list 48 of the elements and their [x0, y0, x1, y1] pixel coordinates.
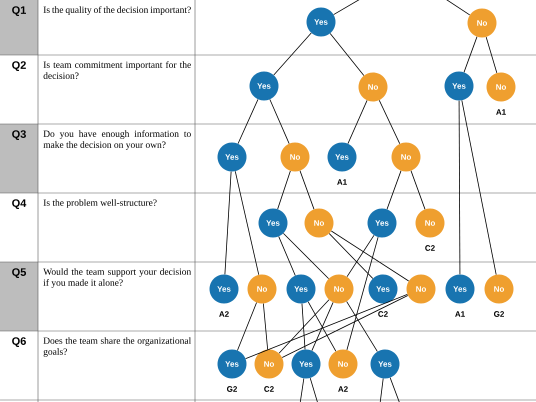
connector-line	[278, 299, 330, 354]
connector-line	[444, 0, 470, 16]
connector-line	[330, 33, 364, 76]
question-number: Q6	[12, 337, 26, 348]
connector-line	[234, 170, 260, 276]
connector-line	[464, 36, 478, 73]
question-number: Q1	[12, 6, 26, 16]
question-text: Is team commitment important for the decision?	[44, 61, 191, 79]
connector-line	[310, 378, 318, 402]
connector-line	[312, 302, 334, 351]
connector-line	[262, 303, 268, 350]
connector-line	[390, 377, 400, 402]
connector-line	[461, 100, 497, 275]
connector-line	[346, 234, 374, 278]
connector-line	[302, 303, 306, 350]
connector-line	[224, 171, 232, 275]
connector-line	[270, 99, 290, 144]
connector-line	[308, 301, 336, 352]
question-text: Is the problem well-structure?	[44, 199, 157, 208]
connector-line	[380, 378, 384, 402]
connector-line	[282, 295, 408, 358]
connector-line	[378, 100, 400, 144]
connector-line	[410, 170, 426, 210]
connector-line	[346, 301, 378, 352]
question-number: Q4	[12, 199, 26, 210]
connector-line	[348, 100, 368, 144]
question-text: Would the team support your decision if you made it alone?	[43, 268, 192, 288]
connector-line	[237, 302, 257, 351]
question-number: Q5	[12, 268, 26, 278]
question-text: Do you have enough information to make the decision on your own?	[43, 130, 191, 150]
question-text: Is the quality of the decision important?	[44, 6, 191, 15]
connector-line	[486, 36, 498, 74]
question-text: Does the team share the organizational goals?	[43, 337, 192, 357]
connector-line	[283, 233, 329, 279]
connector-line	[328, 233, 374, 279]
connector-line	[300, 170, 314, 210]
connector-line	[245, 294, 408, 359]
question-number: Q3	[12, 130, 26, 140]
connector-line	[238, 99, 258, 144]
connector-line	[273, 32, 312, 76]
question-number: Q2	[12, 61, 26, 71]
connector-line	[458, 100, 460, 275]
connector-line	[346, 236, 378, 350]
connector-line	[277, 170, 291, 210]
connector-line	[300, 378, 304, 402]
connector-line	[386, 170, 402, 210]
connector-line	[278, 236, 296, 276]
connector-line	[330, 230, 410, 282]
